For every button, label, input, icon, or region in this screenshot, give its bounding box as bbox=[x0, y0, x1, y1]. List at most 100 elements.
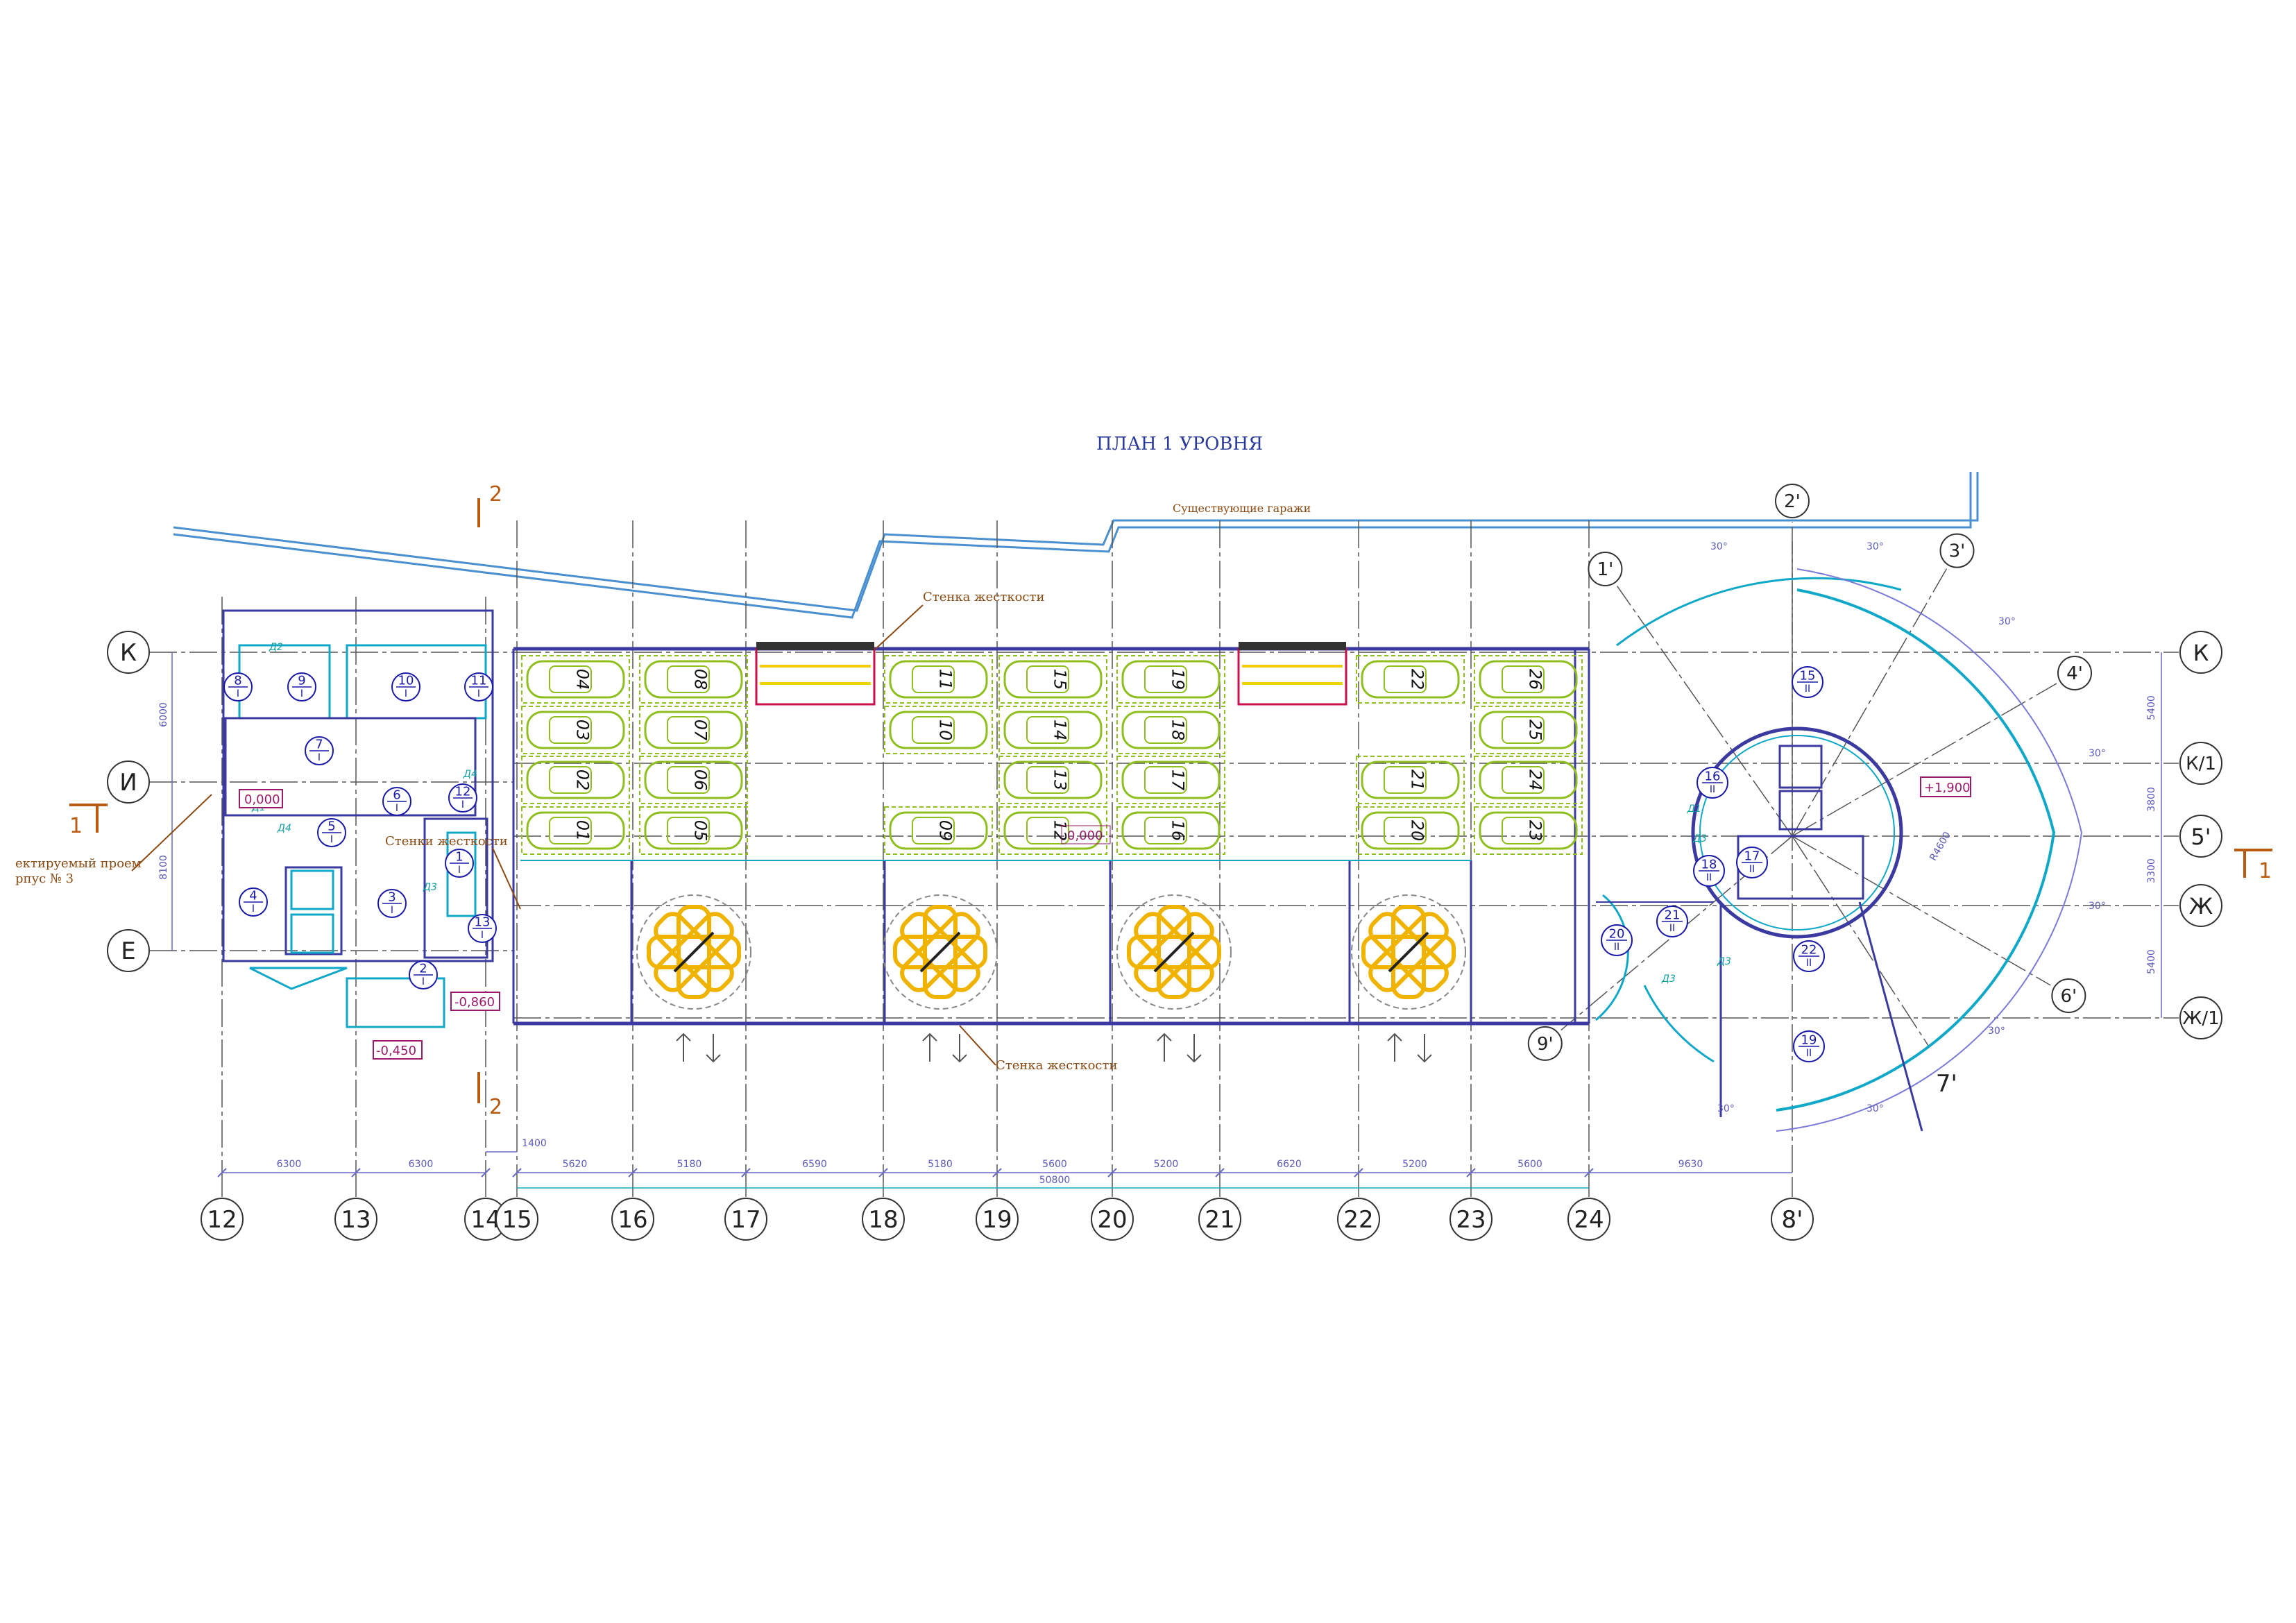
axis-label-right-3: Ж bbox=[2189, 893, 2213, 919]
spot-number: 11 bbox=[936, 669, 955, 690]
car-roof bbox=[1384, 766, 1427, 794]
car-roof bbox=[667, 766, 710, 794]
parking-spot-01: 01 bbox=[521, 806, 630, 855]
room-tag-9: 9I bbox=[287, 672, 316, 702]
dim-tick bbox=[878, 1168, 888, 1178]
spot-outline bbox=[521, 756, 630, 804]
radial-axis-label-1: 2' bbox=[1784, 491, 1801, 512]
dim-left-text-1: 8100 bbox=[158, 855, 169, 880]
turntable-car-trace bbox=[647, 935, 741, 969]
parking-spot-11: 11 bbox=[884, 655, 993, 704]
axis-bubble-right-1 bbox=[2179, 742, 2222, 785]
axis-label-19: 19 bbox=[982, 1206, 1012, 1234]
car-roof bbox=[667, 665, 710, 693]
room-tag-11: 11I bbox=[464, 672, 493, 702]
room-sub: I bbox=[391, 905, 393, 916]
room-number: 18 bbox=[1701, 858, 1717, 872]
left-building-block bbox=[222, 609, 494, 1028]
room-number: 11 bbox=[471, 674, 487, 688]
car-roof bbox=[1502, 817, 1545, 844]
room-sub: I bbox=[300, 688, 303, 699]
elevation-marks: 0,000 -0,860 -0,450 +1,900 0,000 bbox=[239, 776, 1971, 1060]
room-number: 16 bbox=[1705, 770, 1721, 784]
axis-bubble-left-2 bbox=[107, 929, 150, 972]
spot-outline bbox=[884, 806, 993, 855]
turntable-4 bbox=[1351, 894, 1466, 1010]
axis-bubble-21 bbox=[1198, 1198, 1241, 1241]
radial-axis-label-3: 4' bbox=[2066, 663, 2083, 684]
spot-number: 18 bbox=[1168, 720, 1188, 741]
radial-axis-line-4 bbox=[1792, 835, 2051, 986]
room-number: 19 bbox=[1801, 1033, 1817, 1048]
note-designed-opening-line1: ектируемый проем bbox=[15, 856, 142, 871]
spot-outline bbox=[1116, 756, 1225, 804]
axis-label-right-1: К/1 bbox=[2186, 754, 2216, 774]
door-tag-1: Д4 bbox=[277, 823, 291, 834]
parking-spot-17: 17 bbox=[1116, 756, 1225, 804]
spot-number: 15 bbox=[1051, 669, 1070, 690]
axis-bubble-17 bbox=[724, 1198, 767, 1241]
elevation-minus-0860: -0,860 bbox=[454, 995, 495, 1010]
room-sub: II bbox=[1806, 958, 1812, 969]
radial-axis-label-6: 9' bbox=[1537, 1034, 1554, 1055]
elevation-0000-left: 0,000 bbox=[244, 792, 280, 807]
axis-label-left-1: И bbox=[119, 769, 137, 797]
spot-number: 23 bbox=[1526, 820, 1545, 842]
axis-label-right-2: 5' bbox=[2191, 824, 2211, 850]
spot-outline bbox=[1116, 706, 1225, 754]
turntable-car-trace bbox=[1134, 912, 1214, 992]
parking-spot-02: 02 bbox=[521, 756, 630, 804]
dim-tick bbox=[741, 1168, 751, 1178]
room-tag-8: 8I bbox=[223, 672, 253, 702]
parking-spot-13: 13 bbox=[998, 756, 1107, 804]
car-body bbox=[889, 660, 988, 699]
room-tag-3: 3I bbox=[377, 889, 407, 918]
axis-label-left-2: Е bbox=[121, 937, 135, 965]
spot-outline bbox=[1474, 706, 1583, 754]
existing-garages-label: Существующие гаражи bbox=[1173, 502, 1311, 515]
car-roof bbox=[1144, 817, 1187, 844]
turntable-car-trace bbox=[1391, 905, 1426, 999]
room-sub: II bbox=[1669, 923, 1675, 934]
room-sub: II bbox=[1805, 683, 1810, 695]
radius-label: R4600 bbox=[1928, 830, 1953, 863]
spot-outline bbox=[521, 655, 630, 704]
spot-number: 04 bbox=[573, 669, 593, 690]
car-body bbox=[1361, 760, 1460, 799]
room-sub: I bbox=[481, 930, 484, 941]
spot-outline bbox=[1474, 655, 1583, 704]
car-roof bbox=[549, 716, 592, 744]
room-number: 17 bbox=[1744, 849, 1760, 864]
car-body bbox=[1121, 811, 1221, 850]
car-body bbox=[1361, 811, 1460, 850]
axis-bubble-23 bbox=[1449, 1198, 1493, 1241]
spot-outline bbox=[639, 756, 748, 804]
spot-outline bbox=[998, 806, 1107, 855]
spot-outline bbox=[998, 756, 1107, 804]
axis-bubble-8' bbox=[1771, 1198, 1814, 1241]
door-tag-8: Д3 bbox=[1717, 956, 1731, 967]
dim-right-text-1: 3800 bbox=[2146, 787, 2157, 812]
radial-axis-label-0: 1' bbox=[1597, 559, 1614, 580]
room-tags: 8I9I10I11I7I6I12I5I4I3I13I2I1I15II16II17… bbox=[223, 642, 1825, 1062]
turntable-disc bbox=[1351, 894, 1466, 1010]
annotations: Стенка жесткости Стенка жесткости Стенки… bbox=[15, 590, 1117, 1073]
dim-tick bbox=[1354, 1168, 1363, 1178]
dim-tick bbox=[1466, 1168, 1476, 1178]
room-number: 13 bbox=[475, 915, 491, 930]
turntable-axis bbox=[1153, 931, 1195, 973]
spot-number: 05 bbox=[691, 820, 711, 842]
turntable-disc bbox=[883, 894, 998, 1010]
spot-number: 12 bbox=[1051, 820, 1070, 842]
car-body bbox=[889, 711, 988, 749]
parking-spot-24: 24 bbox=[1474, 756, 1583, 804]
parking-spot-26: 26 bbox=[1474, 655, 1583, 704]
parking-spot-23: 23 bbox=[1474, 806, 1583, 855]
parking-spot-25: 25 bbox=[1474, 706, 1583, 754]
spot-number: 03 bbox=[573, 720, 593, 741]
axis-bubble-19 bbox=[976, 1198, 1019, 1241]
spot-outline bbox=[884, 655, 993, 704]
car-roof bbox=[549, 766, 592, 794]
spot-number: 06 bbox=[691, 770, 711, 791]
